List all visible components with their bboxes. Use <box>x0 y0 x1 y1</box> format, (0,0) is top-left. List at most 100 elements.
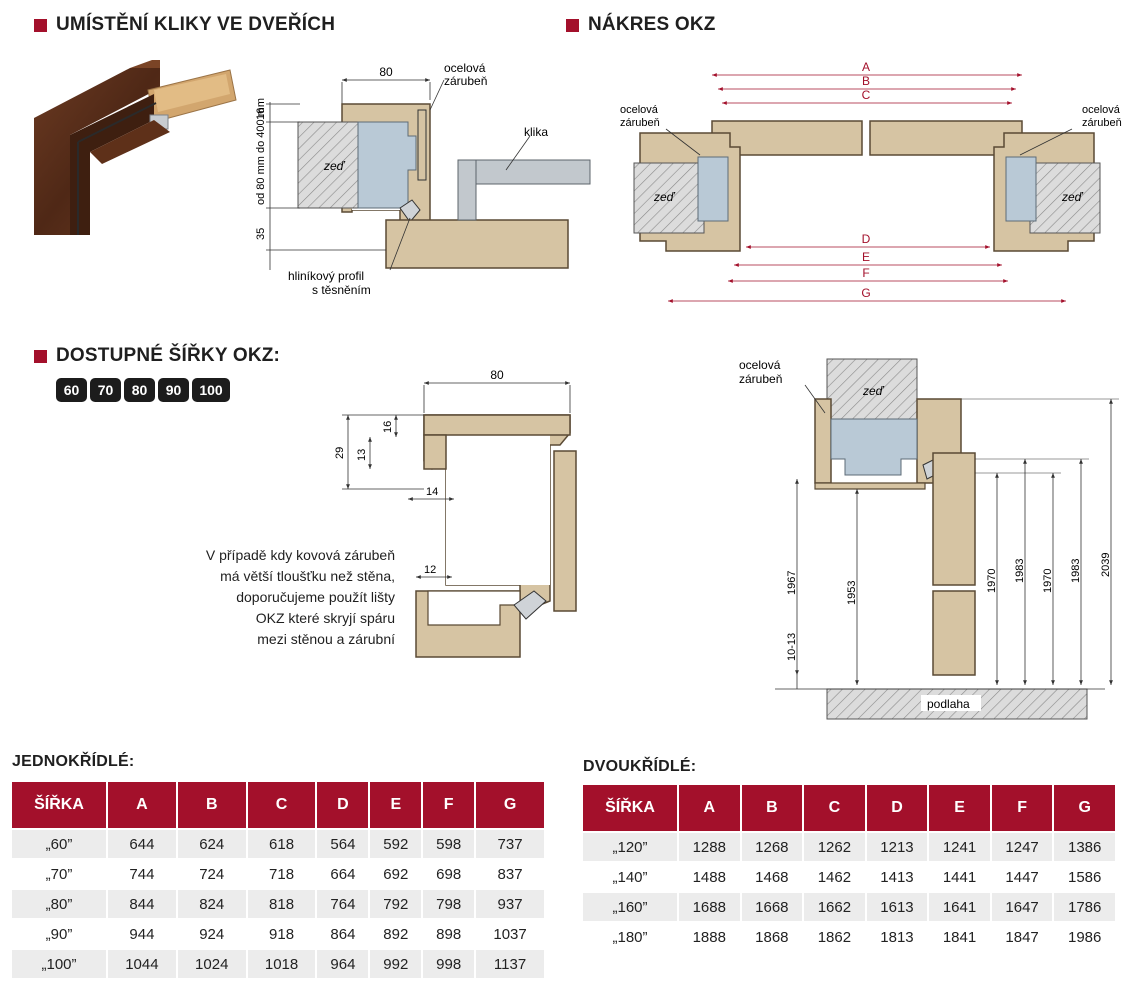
table-cell: „60” <box>12 830 106 858</box>
wall-left: zeď <box>653 190 676 204</box>
col-header: D <box>866 785 928 831</box>
table-cell: 1647 <box>991 893 1053 921</box>
dim-13: 13 <box>356 449 368 461</box>
table-cell: 1786 <box>1054 893 1115 921</box>
note-line: mezi stěnou a zárubní <box>257 631 395 647</box>
table-cell: 1641 <box>929 893 990 921</box>
table-cell: „180” <box>583 923 677 951</box>
profile-label: hliníkový profil <box>288 269 364 283</box>
table-cell: 744 <box>108 860 176 888</box>
frame-label-right-2: zárubeň <box>1082 117 1122 129</box>
col-header: E <box>929 785 990 831</box>
table-cell: 1888 <box>679 923 740 951</box>
table-cell: 1268 <box>741 833 803 861</box>
table-cell: 724 <box>177 860 246 888</box>
table-cell: 1262 <box>804 833 865 861</box>
wall-label: zeď <box>323 159 346 173</box>
table-row: „100” 1044 1024 1018 964 992 998 1137 <box>12 950 544 978</box>
table-cell: „80” <box>12 890 106 918</box>
frame-label-right: ocelová <box>1082 104 1121 116</box>
dim-16: 16 <box>255 108 267 120</box>
frame-label-2: zárubeň <box>444 74 487 88</box>
col-header: ŠÍŘKA <box>583 785 677 831</box>
dim-80: 80 <box>490 368 504 382</box>
table-row: „140” 1488 1468 1462 1413 1441 1447 1586 <box>583 863 1115 891</box>
frame-label: ocelová <box>444 61 486 75</box>
col-header: G <box>476 782 544 828</box>
table-cell: 864 <box>317 920 369 948</box>
table-cell: 1986 <box>1054 923 1115 951</box>
dim-1983-a: 1983 <box>1014 559 1026 583</box>
note-line: doporučujeme použít lišty <box>236 589 395 605</box>
table-cell: 1462 <box>804 863 865 891</box>
width-chip: 90 <box>158 378 189 402</box>
col-header: G <box>1054 785 1115 831</box>
table-header-row: ŠÍŘKA A B C D E F G <box>12 782 544 828</box>
table-cell: 1413 <box>866 863 928 891</box>
table-cell: 798 <box>423 890 475 918</box>
col-header: A <box>108 782 176 828</box>
frame-label-4b: zárubeň <box>739 372 782 386</box>
table-cell: 1213 <box>866 833 928 861</box>
frame-label-left-2: zárubeň <box>620 117 660 129</box>
table-cell: 992 <box>370 950 422 978</box>
section-title-handle: UMÍSTĚNÍ KLIKY VE DVEŘÍCH <box>34 14 335 36</box>
col-header: D <box>317 782 369 828</box>
table-cell: 1847 <box>991 923 1053 951</box>
handle-label: klika <box>524 125 548 139</box>
dim-1970-a: 1970 <box>986 569 998 593</box>
dim-F: F <box>862 266 869 280</box>
dim-range: od 80 mm do 400 mm <box>255 98 267 205</box>
dim-80: 80 <box>379 65 393 79</box>
table-cell: 592 <box>370 830 422 858</box>
col-header: B <box>741 785 803 831</box>
dim-14: 14 <box>426 486 438 498</box>
dim-35: 35 <box>255 228 267 240</box>
dim-1967: 1967 <box>786 571 798 595</box>
table-cell: 1468 <box>741 863 803 891</box>
table-cell: 892 <box>370 920 422 948</box>
table-cell: 737 <box>476 830 544 858</box>
table-cell: 718 <box>247 860 316 888</box>
section-title-text: DOSTUPNÉ ŠÍŘKY OKZ: <box>56 345 281 366</box>
dim-2039: 2039 <box>1100 553 1112 577</box>
table-cell: 1247 <box>991 833 1053 861</box>
table-cell: 618 <box>247 830 316 858</box>
note-line: V případě kdy kovová zárubeň <box>205 547 395 563</box>
table-cell: 664 <box>317 860 369 888</box>
table-cell: 818 <box>247 890 316 918</box>
dim-A: A <box>862 60 870 74</box>
table-cell: 564 <box>317 830 369 858</box>
table-cell: 644 <box>108 830 176 858</box>
table-cell: 764 <box>317 890 369 918</box>
dim-G: G <box>861 286 870 300</box>
dim-C: C <box>862 88 871 102</box>
dim-1953: 1953 <box>846 581 858 605</box>
okz-plan-diagram: A B C zeď zeď D E F G ocelová zárubeň oc… <box>620 60 1122 303</box>
table-row: „90” 944 924 918 864 892 898 1037 <box>12 920 544 948</box>
table-cell: 824 <box>177 890 246 918</box>
table-cell: 1841 <box>929 923 990 951</box>
table-cell: 944 <box>108 920 176 948</box>
wall-right: zeď <box>1061 190 1084 204</box>
frame-label-4: ocelová <box>739 358 781 372</box>
table-cell: 1044 <box>108 950 176 978</box>
table-cell: 792 <box>370 890 422 918</box>
table-cell: „140” <box>583 863 677 891</box>
single-table-title: JEDNOKŘÍDLÉ: <box>12 753 135 770</box>
section-bullet <box>566 18 579 32</box>
table-cell: 1137 <box>476 950 544 978</box>
col-header: F <box>423 782 475 828</box>
handle-placement-diagram: 80 zeď 16 od 80 mm do 400 mm 35 ocelová … <box>255 61 591 297</box>
table-cell: 937 <box>476 890 544 918</box>
okz-elevation-diagram: zeď podlaha 1967 10-13 1953 1970 1983 19… <box>739 358 1119 720</box>
width-chip: 60 <box>56 378 87 402</box>
col-header: A <box>679 785 740 831</box>
dim-B: B <box>862 74 870 88</box>
col-header: B <box>177 782 246 828</box>
table-cell: 844 <box>108 890 176 918</box>
double-door-table: ŠÍŘKA A B C D E F G „120” 1288 1268 1262… <box>581 783 1117 953</box>
dim-12: 12 <box>424 564 436 576</box>
table-header-row: ŠÍŘKA A B C D E F G <box>583 785 1115 831</box>
table-cell: 1868 <box>741 923 803 951</box>
